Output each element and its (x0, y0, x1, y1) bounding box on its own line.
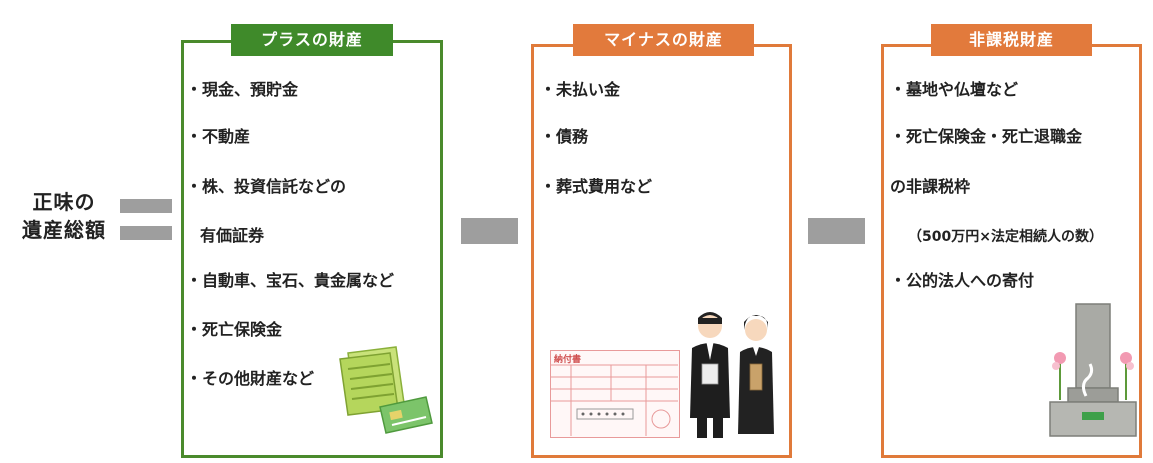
minus-item-unpaid: ・未払い金 (540, 80, 621, 99)
minus-sign-1 (461, 218, 518, 244)
minus-item-debts: ・債務 (540, 127, 589, 146)
exempt-item-graves: ・墓地や仏壇など (890, 80, 1019, 99)
plus-item-securities: 有価証券 (200, 226, 265, 245)
payment-slip-title: 納付書 (554, 355, 582, 365)
grave-illustration (1049, 303, 1137, 437)
equal-sign-bottom-bar (120, 226, 172, 240)
payment-slip-illustration: 納付書 (550, 350, 680, 438)
tax-exempt-title: 非課税財産 (931, 24, 1092, 56)
bankbook-card-illustration (339, 346, 433, 434)
exempt-item-donation: ・公的法人への寄付 (890, 271, 1035, 290)
equal-sign-top-bar (120, 199, 172, 213)
exempt-item-formula: （500万円×法定相続人の数） (908, 229, 1103, 245)
plus-assets-title: プラスの財産 (231, 24, 393, 56)
minus-assets-title: マイナスの財産 (573, 24, 754, 56)
minus-item-funeral: ・葬式費用など (540, 177, 653, 196)
plus-item-valuables: ・自動車、宝石、貴金属など (186, 271, 395, 290)
plus-item-life-insurance: ・死亡保険金 (186, 320, 283, 339)
plus-item-real-estate: ・不動産 (186, 127, 251, 146)
exempt-item-insurance: ・死亡保険金・死亡退職金 (890, 127, 1083, 146)
net-estate-label-line1: 正味の (32, 190, 96, 214)
plus-item-other: ・その他財産など (186, 369, 315, 388)
mourning-couple-illustration (690, 312, 774, 438)
net-estate-label: 正味の 遺産総額 (14, 188, 114, 244)
payment-slip-grid (551, 364, 678, 436)
net-estate-label-line2: 遺産総額 (22, 218, 106, 242)
plus-item-cash: ・現金、預貯金 (186, 80, 299, 99)
exempt-item-quota: の非課税枠 (890, 177, 971, 196)
minus-sign-2 (808, 218, 865, 244)
plus-item-stocks: ・株、投資信託などの (186, 177, 347, 196)
